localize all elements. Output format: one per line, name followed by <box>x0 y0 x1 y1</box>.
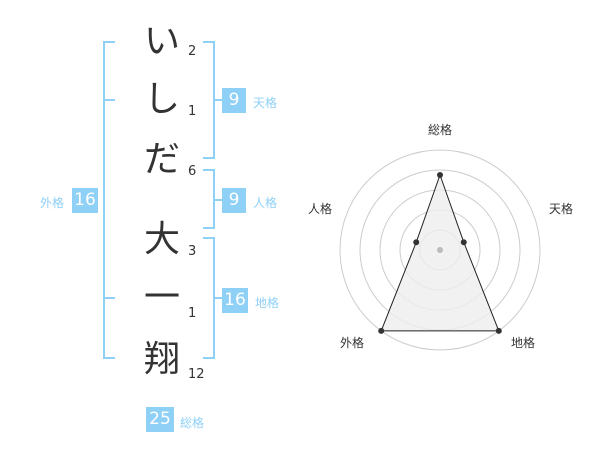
soukaku-badge: 25 <box>146 407 174 432</box>
tenkaku-label: 天格 <box>253 96 278 110</box>
stroke-count-2: 1 <box>188 104 197 119</box>
name-char-1: い <box>143 21 180 62</box>
radar-grid-ring <box>339 149 541 351</box>
gaikaku-badge: 16 <box>72 188 98 213</box>
name-char-6: 翔 <box>143 339 180 380</box>
radar-point-3 <box>495 327 502 334</box>
gaikaku-label: 外格 <box>40 196 65 210</box>
name-char-3: だ <box>143 139 180 180</box>
radar-axis-label-gaikaku: 外格 <box>340 336 365 350</box>
name-char-4: 大 <box>143 219 180 260</box>
stroke-count-4: 3 <box>188 244 197 259</box>
radar-center-dot <box>437 247 443 253</box>
jinkaku-badge: 9 <box>222 188 246 213</box>
radar-axis-label-chikaku: 地格 <box>511 336 536 350</box>
gaikaku-bracket <box>103 41 115 359</box>
name-char-2: し <box>143 79 180 120</box>
radar-axis-label-soukaku: 総格 <box>428 123 453 137</box>
stroke-count-6: 12 <box>188 367 205 382</box>
name-char-5: 一 <box>143 277 180 318</box>
stroke-count-3: 6 <box>188 164 197 179</box>
stroke-count-1: 2 <box>188 44 197 59</box>
jinkaku-label: 人格 <box>253 196 278 210</box>
radar-axis-label-tenkaku: 天格 <box>549 202 574 216</box>
stroke-count-5: 1 <box>188 306 197 321</box>
chikaku-label: 地格 <box>255 296 280 310</box>
chikaku-badge: 16 <box>222 288 248 313</box>
soukaku-label: 総格 <box>180 416 205 430</box>
radar-point-5 <box>413 239 420 246</box>
radar-point-1 <box>437 172 443 178</box>
tenkaku-badge: 9 <box>222 88 246 113</box>
radar-axis-label-jinkaku: 人格 <box>308 202 333 216</box>
radar-point-2 <box>460 239 467 246</box>
radar-point-4 <box>378 327 385 334</box>
